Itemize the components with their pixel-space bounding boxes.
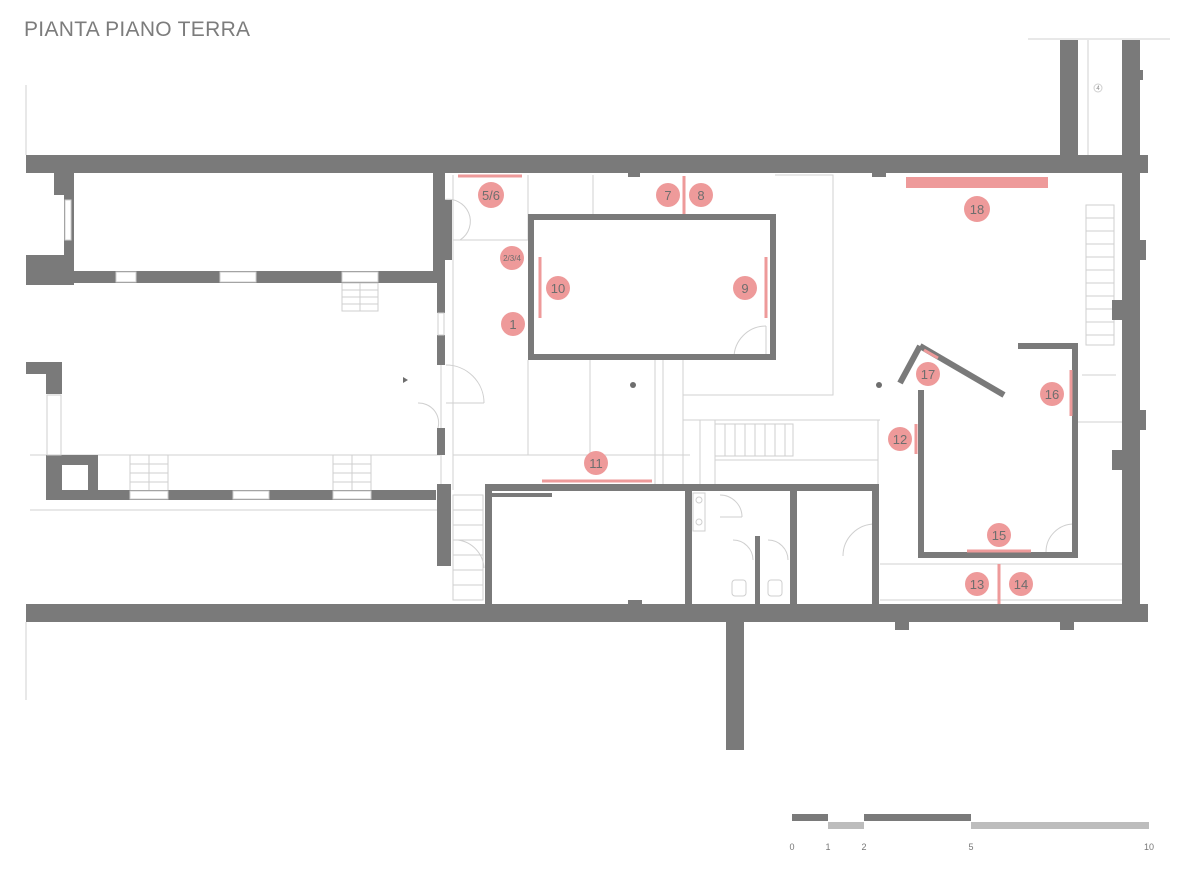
marker-12 [888,427,912,451]
marker-2-3-4 [500,246,524,270]
scale-segment-0-1 [792,814,828,821]
highlight-bar-18 [906,177,1048,188]
marker-label-18: 18 [970,202,984,217]
marker-18 [964,196,990,222]
scale-bar: 0 1 2 5 10 [789,814,1154,852]
marker-5-6 [478,182,504,208]
angled-walls [897,343,1006,398]
marker-9 [733,276,757,300]
markers [478,182,1064,596]
highlight-lines [458,174,1073,604]
marker-label-1: 1 [509,317,516,332]
marker-labels: 1 2/3/4 5/6 7 8 9 10 11 12 13 14 15 16 1… [482,86,1100,592]
marker-7 [656,183,680,207]
door-swings [417,198,1075,569]
walls [26,40,1148,750]
scale-label-1: 1 [825,842,830,852]
fixtures [692,83,1103,597]
marker-label-16: 16 [1045,387,1059,402]
marker-label-12: 12 [893,432,907,447]
marker-8 [689,183,713,207]
marker-label-9: 9 [741,281,748,296]
marker-label-14: 14 [1014,577,1028,592]
marker-16 [1040,382,1064,406]
marker-label-2-3-4: 2/3/4 [503,254,521,263]
scale-label-10: 10 [1144,842,1154,852]
scale-label-0: 0 [789,842,794,852]
marker-label-5-6: 5/6 [482,188,500,203]
marker-label-15: 15 [992,528,1006,543]
marker-11 [584,451,608,475]
scale-segment-5-10 [971,822,1149,829]
corner-label: 4 [1096,86,1100,92]
marker-label-8: 8 [697,188,704,203]
marker-label-17: 17 [921,367,935,382]
marker-1 [501,312,525,336]
marker-14 [1009,572,1033,596]
pillar-dots [403,377,882,388]
scale-segment-1-2 [828,822,864,829]
marker-15 [987,523,1011,547]
thin-lines [25,38,1170,700]
marker-label-13: 13 [970,577,984,592]
scale-label-5: 5 [968,842,973,852]
marker-label-7: 7 [664,188,671,203]
marker-label-11: 11 [589,456,603,471]
marker-10 [546,276,570,300]
marker-label-10: 10 [551,281,565,296]
stairs [129,204,1115,601]
page-title: PIANTA PIANO TERRA [24,18,251,41]
marker-17 [916,362,940,386]
scale-label-2: 2 [861,842,866,852]
marker-13 [965,572,989,596]
windows [46,199,445,500]
scale-segment-2-5 [864,814,971,821]
